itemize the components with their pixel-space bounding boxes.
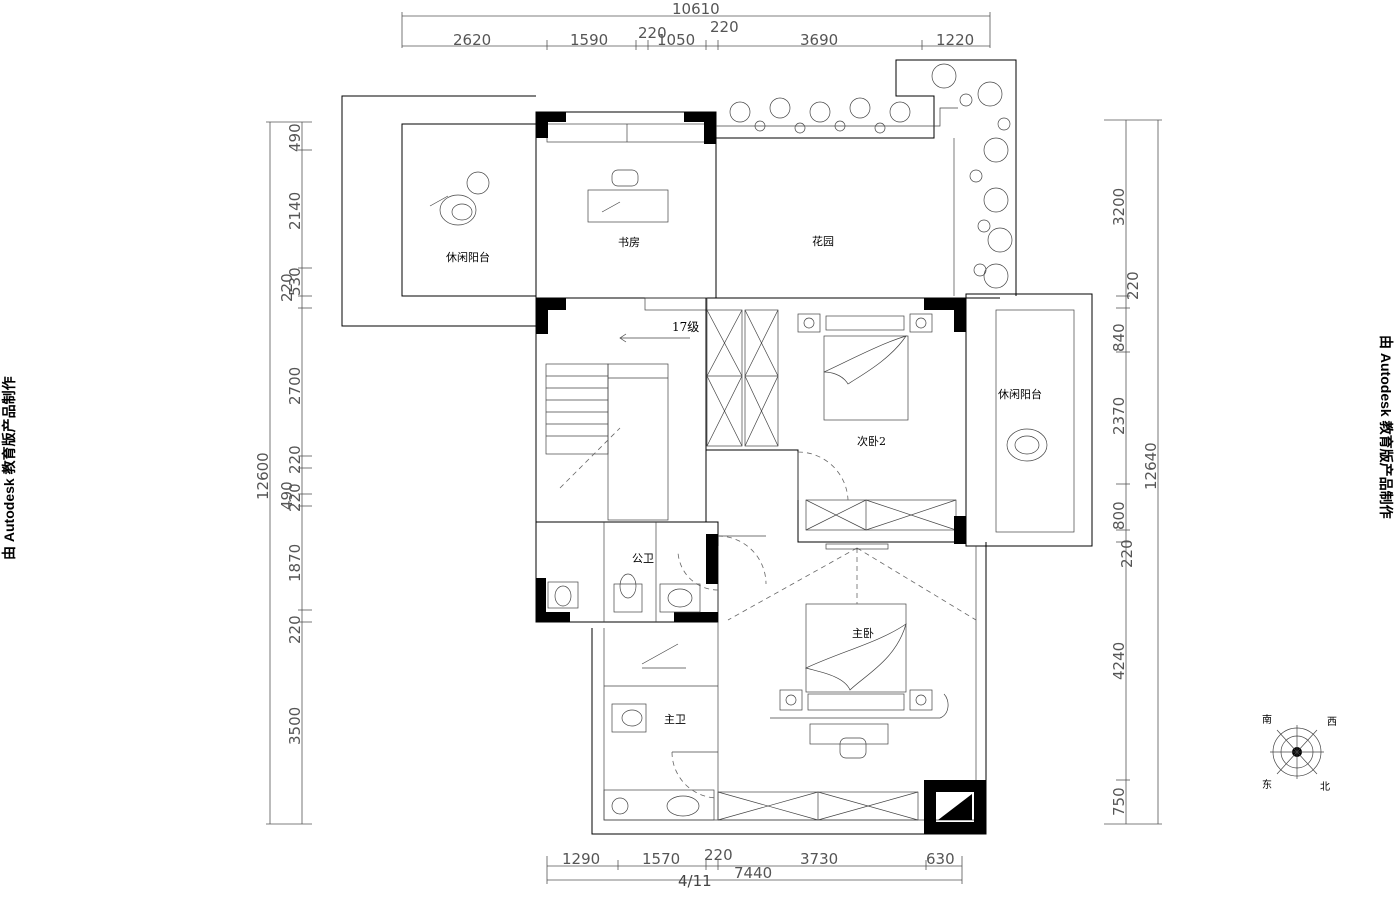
building-outline xyxy=(341,59,1093,835)
dim-left-4: 220 xyxy=(278,273,296,302)
dim-top-2: 1590 xyxy=(570,31,608,49)
dim-left-3: 530 xyxy=(286,267,304,296)
garden-plants xyxy=(729,63,1013,289)
dim-left-8: 220 xyxy=(286,483,304,512)
room-study: 书房 xyxy=(618,236,640,249)
dimensions-top: 10610 2620 1590 220 1050 220 3690 1220 xyxy=(401,0,991,50)
dim-bottom-5: 630 xyxy=(926,850,955,868)
compass-south: 南 xyxy=(1262,713,1272,726)
dim-left-10: 220 xyxy=(286,615,304,644)
dim-right-7: 4240 xyxy=(1110,642,1128,680)
furniture xyxy=(429,169,1048,817)
wall-columns xyxy=(536,112,986,834)
dim-right-6: 220 xyxy=(1118,539,1136,568)
compass-icon: 南 西 东 北 xyxy=(1262,713,1337,793)
stair-steps-label: 17级 xyxy=(672,320,699,334)
watermark-left: 由 Autodesk 教育版产品制作 xyxy=(1,376,17,560)
dim-left-6: 220 xyxy=(286,445,304,474)
dim-top-3: 220 xyxy=(638,24,667,42)
dim-top-7: 1220 xyxy=(936,31,974,49)
room-balcony-left: 休闲阳台 xyxy=(446,250,490,264)
dim-right-5: 800 xyxy=(1110,501,1128,530)
dim-bottom-4: 3730 xyxy=(800,850,838,868)
dim-top-4: 1050 xyxy=(657,31,695,49)
dim-left-5: 2700 xyxy=(286,367,304,405)
dim-right-total: 12640 xyxy=(1142,442,1160,490)
dim-left-total: 12600 xyxy=(254,452,272,500)
dim-right-1: 3200 xyxy=(1110,188,1128,226)
dim-right-4: 2370 xyxy=(1110,397,1128,435)
page-number: 4/11 xyxy=(678,872,712,890)
dimensions-bottom: 1290 1570 220 3730 630 7440 xyxy=(546,846,963,884)
dim-bottom-2: 1570 xyxy=(642,850,680,868)
dim-bottom-3: 220 xyxy=(704,846,733,864)
compass-east: 东 xyxy=(1262,778,1272,791)
room-balcony-right: 休闲阳台 xyxy=(998,387,1042,401)
dim-top-5: 220 xyxy=(710,18,739,36)
dim-right-8: 750 xyxy=(1110,787,1128,816)
dim-right-2: 220 xyxy=(1124,271,1142,300)
dim-top-6: 3690 xyxy=(800,31,838,49)
dim-top-1: 2620 xyxy=(453,31,491,49)
staircase: 17级 xyxy=(545,320,699,521)
room-master-bedroom: 主卧 xyxy=(852,627,874,640)
dim-right-3: 840 xyxy=(1110,323,1128,352)
dim-left-11: 3500 xyxy=(286,707,304,745)
dim-bottom-total: 7440 xyxy=(734,864,772,882)
room-garden: 花园 xyxy=(812,235,834,248)
dim-left-7: 490 xyxy=(278,481,296,510)
dimensions-left: 12600 490 2140 530 220 2700 220 490 220 … xyxy=(254,121,312,825)
room-labels: 休闲阳台 书房 花园 次卧2 休闲阳台 公卫 主卧 主卫 xyxy=(446,235,1042,726)
dim-bottom-1: 1290 xyxy=(562,850,600,868)
compass-north: 北 xyxy=(1320,781,1330,793)
dim-left-2: 2140 xyxy=(286,192,304,230)
room-master-bath: 主卫 xyxy=(664,713,686,726)
dim-left-9: 1870 xyxy=(286,544,304,582)
room-bedroom2: 次卧2 xyxy=(857,434,886,448)
dim-top-total: 10610 xyxy=(672,0,720,18)
room-public-bath: 公卫 xyxy=(632,552,654,565)
compass-west: 西 xyxy=(1327,717,1337,728)
doors xyxy=(671,451,849,799)
dim-left-1: 490 xyxy=(286,123,304,152)
dimensions-right: 12640 3200 220 840 2370 800 220 4240 750 xyxy=(1104,119,1162,825)
watermark-right: 由 Autodesk 教育版产品制作 xyxy=(1378,335,1394,519)
